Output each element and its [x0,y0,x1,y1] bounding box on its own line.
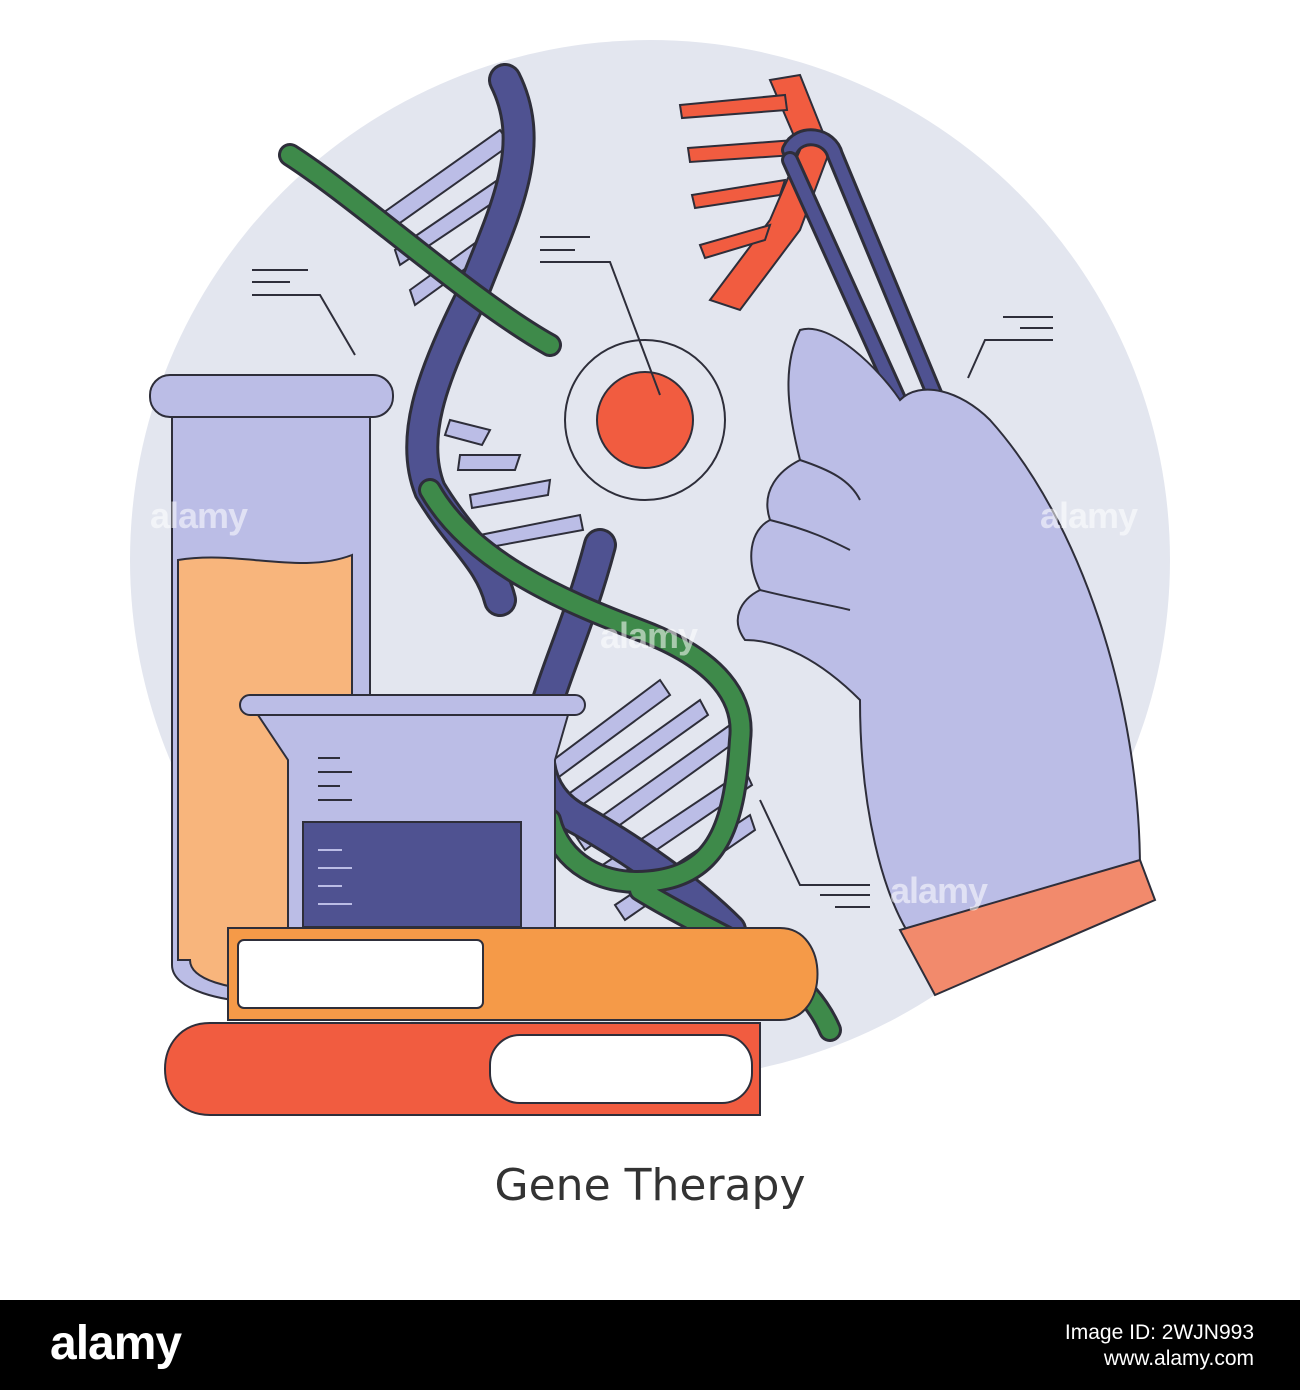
label-leaders [252,236,1053,908]
target-cell [596,371,694,469]
caption-title: Gene Therapy [494,1160,806,1211]
gene-therapy-illustration [130,40,1170,1116]
book-bottom [164,1022,761,1116]
tweezers [781,128,954,479]
watermark-right: alamy [1040,495,1138,536]
brand-logo: alamy [50,1317,182,1370]
image-id: Image ID: 2WJN993 [1064,1321,1254,1344]
book-top [227,927,819,1021]
watermark-center: alamy [600,615,698,656]
beaker [239,694,586,931]
watermark-left: alamy [150,495,248,536]
gloved-hand [736,327,1157,997]
watermark-bottom: alamy [890,870,988,911]
site-url: www.alamy.com [1103,1347,1254,1370]
footer-bar: alamy Image ID: 2WJN993 www.alamy.com [0,1300,1300,1390]
image-meta: Image ID: 2WJN993 www.alamy.com [1065,1320,1254,1372]
